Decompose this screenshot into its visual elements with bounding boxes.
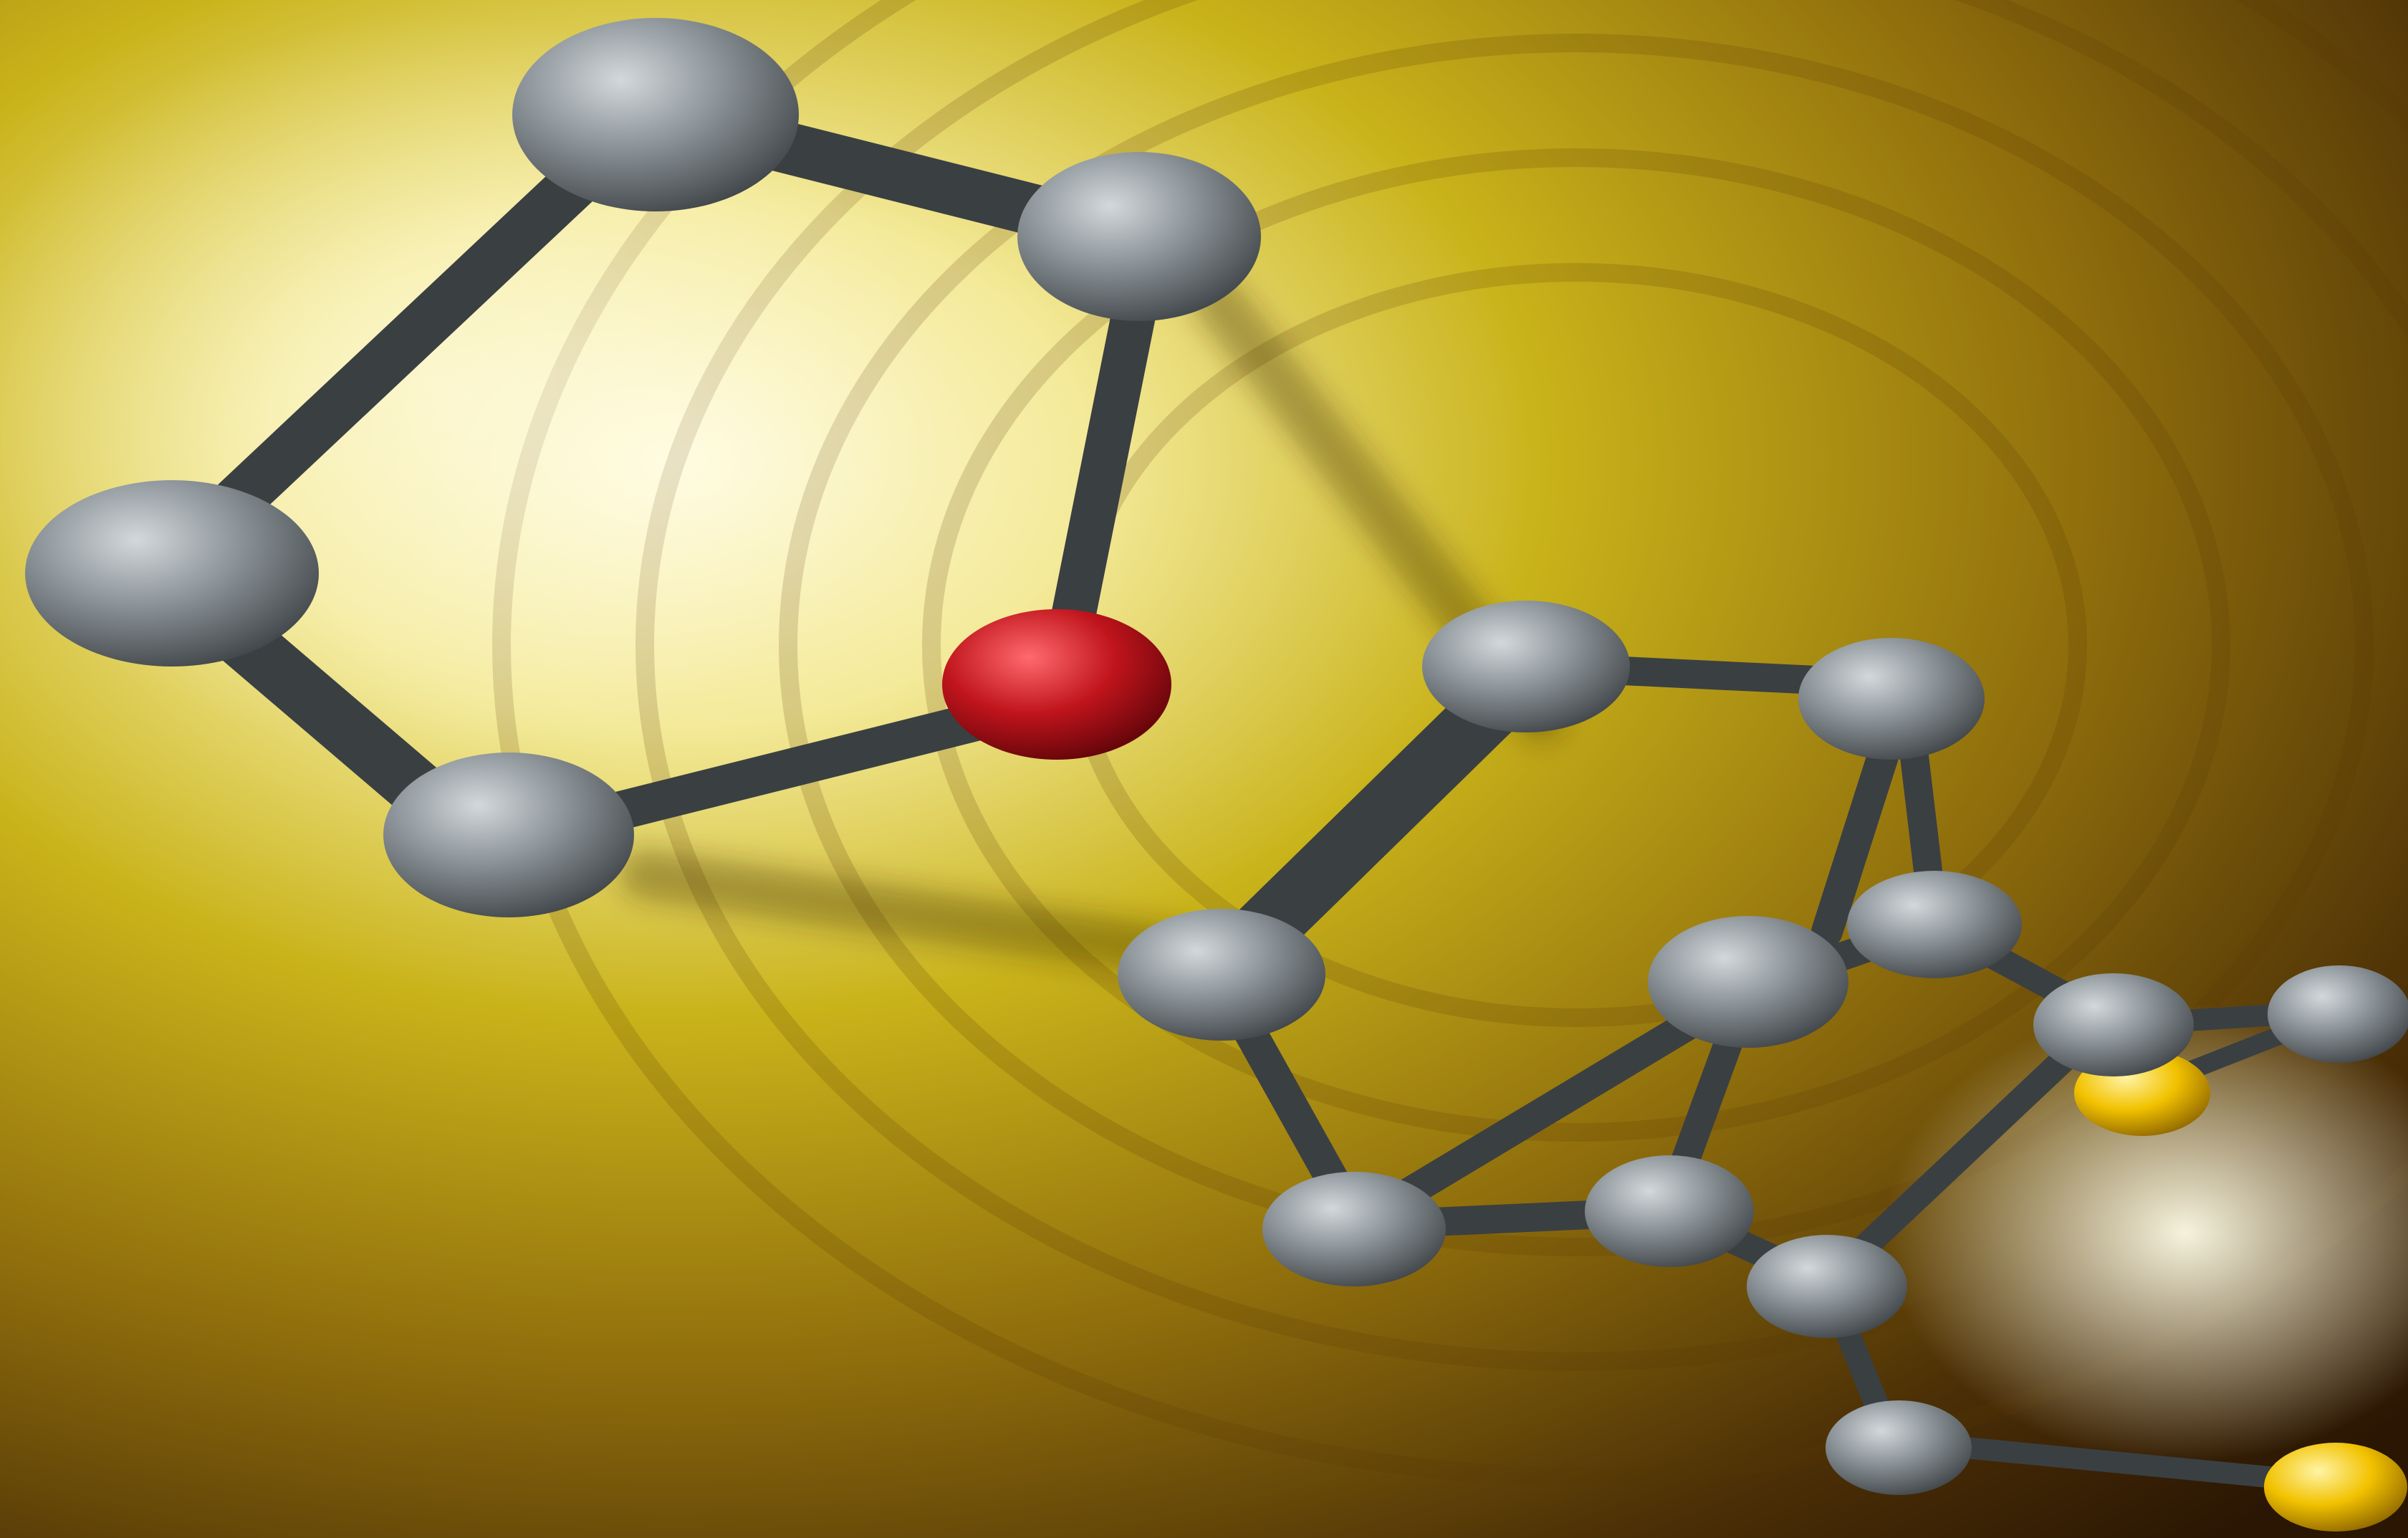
atoms xyxy=(25,18,2408,1532)
carbon-atom xyxy=(383,753,634,917)
carbon-atom xyxy=(2033,973,2194,1076)
bond xyxy=(1038,229,1169,703)
carbon-atom xyxy=(1017,152,1261,321)
oxygen-atom xyxy=(942,609,1171,760)
carbon-atom xyxy=(1585,1155,1754,1267)
carbon-atom xyxy=(1847,871,2022,978)
carbon-atom xyxy=(1826,1400,1972,1495)
carbon-atom xyxy=(1262,1172,1446,1286)
carbon-atom xyxy=(1747,1235,1907,1338)
sulfur-atom xyxy=(2264,1443,2407,1532)
carbon-atom xyxy=(2268,965,2408,1063)
carbon-atom xyxy=(1422,601,1630,732)
carbon-atom xyxy=(25,480,319,667)
carbon-atom xyxy=(1648,916,1848,1048)
bond xyxy=(211,140,620,527)
carbon-atom xyxy=(1118,909,1325,1041)
carbon-atom xyxy=(1798,638,1985,760)
carbon-atom xyxy=(512,18,799,211)
